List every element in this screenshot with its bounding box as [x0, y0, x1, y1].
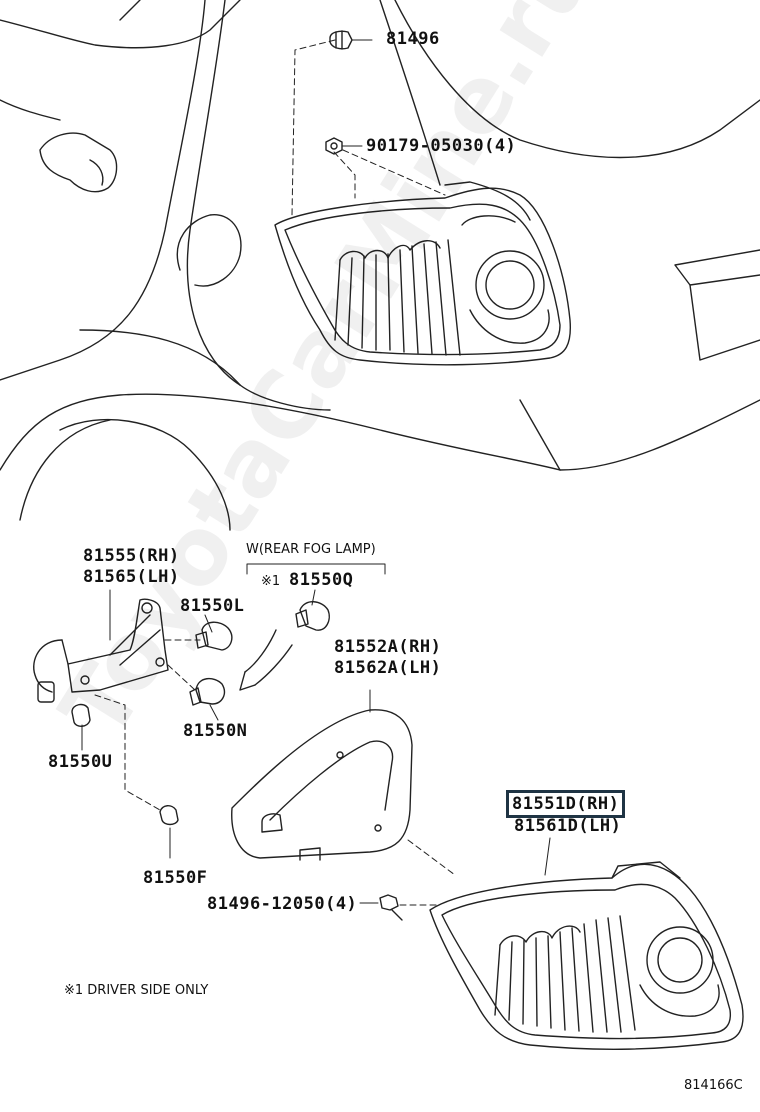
- bulb-81550U-icon: [71, 703, 91, 727]
- bulb-81550L-icon: [195, 621, 233, 651]
- label-81496: 81496: [386, 29, 440, 49]
- label-81562A-lh: 81562A(LH): [334, 658, 442, 678]
- label-81496-12050: 81496-12050(4): [207, 894, 358, 914]
- label-81552A-rh: 81552A(RH): [334, 637, 442, 657]
- rear-fog-lamp-group-title: W(REAR FOG LAMP): [246, 542, 376, 557]
- label-81550U: 81550U: [48, 752, 113, 772]
- bulb-81550Q-icon: [295, 601, 330, 631]
- install-direction-arrow-icon: [239, 629, 293, 691]
- tail-lamp-installed: [274, 181, 572, 366]
- screw-90179-icon: [325, 137, 343, 155]
- label-81565-lh: 81565(LH): [83, 567, 180, 587]
- car-body-illustration: [0, 0, 760, 531]
- tail-lamp-assembly-81551D: [429, 861, 744, 1050]
- bulb-81550F-icon: [159, 805, 179, 826]
- label-81550Q: 81550Q: [289, 570, 354, 590]
- clip-81496-icon: [329, 30, 353, 50]
- label-81550L: 81550L: [180, 596, 245, 616]
- footnote-mark: ※1: [261, 574, 281, 589]
- leader-lines-bottom: [81, 589, 551, 906]
- diagram-id: 814166C: [684, 1078, 743, 1093]
- label-81561D-lh: 81561D(LH): [514, 816, 622, 836]
- screw-81496-12050-icon: [379, 894, 403, 921]
- socket-wire-81555-icon: [33, 598, 169, 703]
- leader-lines-top: [291, 39, 446, 216]
- gasket-81552A-icon: [231, 709, 413, 861]
- label-81550F: 81550F: [143, 868, 208, 888]
- label-81550N: 81550N: [183, 721, 248, 741]
- footnote-driver-side-only: ※1 DRIVER SIDE ONLY: [64, 983, 209, 998]
- rear-fog-lamp-bracket: [246, 563, 386, 575]
- label-81555-rh: 81555(RH): [83, 546, 180, 566]
- label-90179-05030: 90179-05030(4): [366, 136, 517, 156]
- bulb-81550N-icon: [189, 677, 226, 706]
- label-81551D-rh-highlighted[interactable]: 81551D(RH): [506, 790, 626, 818]
